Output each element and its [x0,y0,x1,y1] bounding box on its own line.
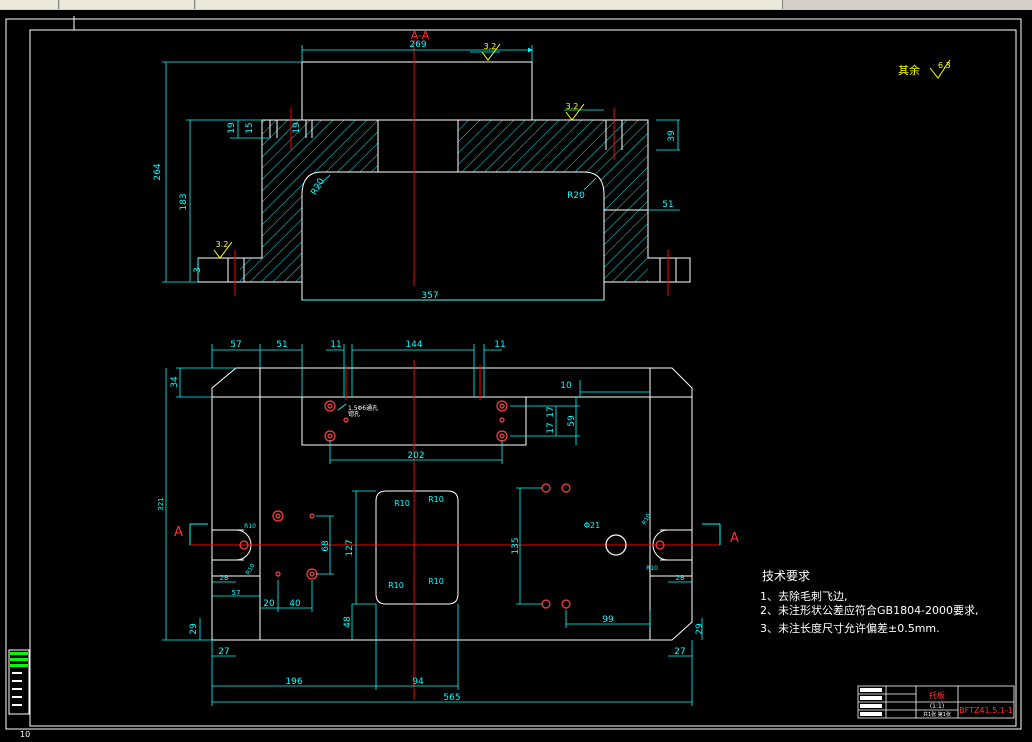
tab-2[interactable] [60,0,195,9]
title-block: 托板 (1:1) BFTZ41.5.1-1 共1张 第1张 [858,686,1014,718]
dim-357: 357 [421,291,438,301]
dim-39: 39 [667,130,677,142]
dim-r10-f: R10 [245,562,257,576]
hole-note-line-2: 锪孔 [348,410,360,418]
title-block-sheet: 共1张 第1张 [923,711,951,718]
dim-3: 3 [193,267,203,273]
dim-127: 127 [345,539,355,556]
dim-r10-g: R10 [641,512,653,526]
dim-r10-h: R10 [646,565,658,572]
dim-r10-b: R10 [428,495,444,504]
dim-28-left: 28 [220,574,229,582]
finish-note: 其余 [898,63,920,77]
dim-19a: 19 [227,122,237,134]
tab-6[interactable]:  [658,0,783,9]
dim-57-top: 57 [230,340,241,350]
dim-r10-a: R10 [394,499,410,508]
dim-99: 99 [602,615,614,625]
layer-legend [9,650,29,714]
section-arrow-right: A [730,531,739,546]
section-view: A-A 3.2 3.2 3.2 269 264 183 19 15 19 39 … [153,29,951,301]
dim-10: 10 [560,381,572,391]
plan-outline [212,368,692,640]
dim-565: 565 [443,693,460,703]
tech-requirement-1: 1、去除毛刺飞边, [760,589,848,603]
title-block-drawing-no: BFTZ41.5.1-1 [959,706,1013,715]
dim-20: 20 [263,599,275,609]
roughness-1: 3.2 [484,42,497,51]
tab-5[interactable] [524,0,659,9]
dim-51-top: 51 [276,340,287,350]
tech-requirements: 技术要求 1、去除毛刺飞边, 2、未注形状公差应符合GB1804-2000要求,… [760,569,979,635]
dim-269: 269 [409,40,426,50]
dim-19b: 19 [292,122,302,134]
dim-r10-d: R10 [428,577,444,586]
cad-drawing-canvas[interactable]: A-A 3.2 3.2 3.2 269 264 183 19 15 19 39 … [0,10,1032,738]
dim-59: 59 [567,415,577,427]
dim-11-left: 11 [330,340,341,350]
section-arrow-left: A [174,525,183,540]
dim-29-left: 29 [189,623,199,635]
roughness-3: 3.2 [216,240,229,249]
drawing-svg: A-A 3.2 3.2 3.2 269 264 183 19 15 19 39 … [0,10,1032,738]
title-block-part-name: 托板 [929,690,945,700]
dim-15: 15 [245,122,255,133]
section-hatch-right [458,120,648,282]
dim-phi21: Φ21 [584,521,600,530]
dim-r20b: R20 [567,191,585,201]
dim-34: 34 [170,376,180,388]
dim-57-mid: 57 [232,589,241,597]
dim-27-left: 27 [218,647,229,657]
dim-11-right: 11 [494,340,505,350]
dim-28-right: 28 [676,574,685,582]
dim-135: 135 [511,537,521,554]
dim-17b: 17 [546,406,556,417]
dim-321: 321 [157,497,165,510]
tab-4[interactable] [360,0,525,9]
dim-183: 183 [179,193,189,210]
dim-68: 68 [321,540,331,552]
tech-requirements-title: 技术要求 [762,569,810,583]
dim-17a: 17 [546,422,556,433]
tab-1[interactable] [0,0,59,9]
tech-requirement-2: 2、未注形状公差应符合GB1804-2000要求, [760,603,979,617]
dim-196: 196 [285,677,302,687]
dim-r10-e: R10 [244,523,256,530]
statusbar-fragment: 10 [20,730,30,738]
dim-51: 51 [662,200,673,210]
title-block-scale: (1:1) [930,703,944,710]
dim-144: 144 [405,340,422,350]
dim-r10-c: R10 [388,581,404,590]
tech-requirement-3: 3、未注长度尺寸允许偏差±0.5mm. [760,621,940,635]
dim-264: 264 [153,163,163,180]
roughness-2: 3.2 [566,102,579,111]
plan-view: A A 1.5Φ6通孔 锪孔 57 51 11 144 11 10 34 17 … [157,340,739,706]
dim-29-right: 29 [695,623,705,635]
dim-202: 202 [407,451,424,461]
dim-27-right: 27 [674,647,685,657]
dim-48: 48 [343,616,353,628]
dim-40: 40 [289,599,301,609]
dim-94: 94 [412,677,424,687]
tab-3[interactable] [196,0,361,9]
